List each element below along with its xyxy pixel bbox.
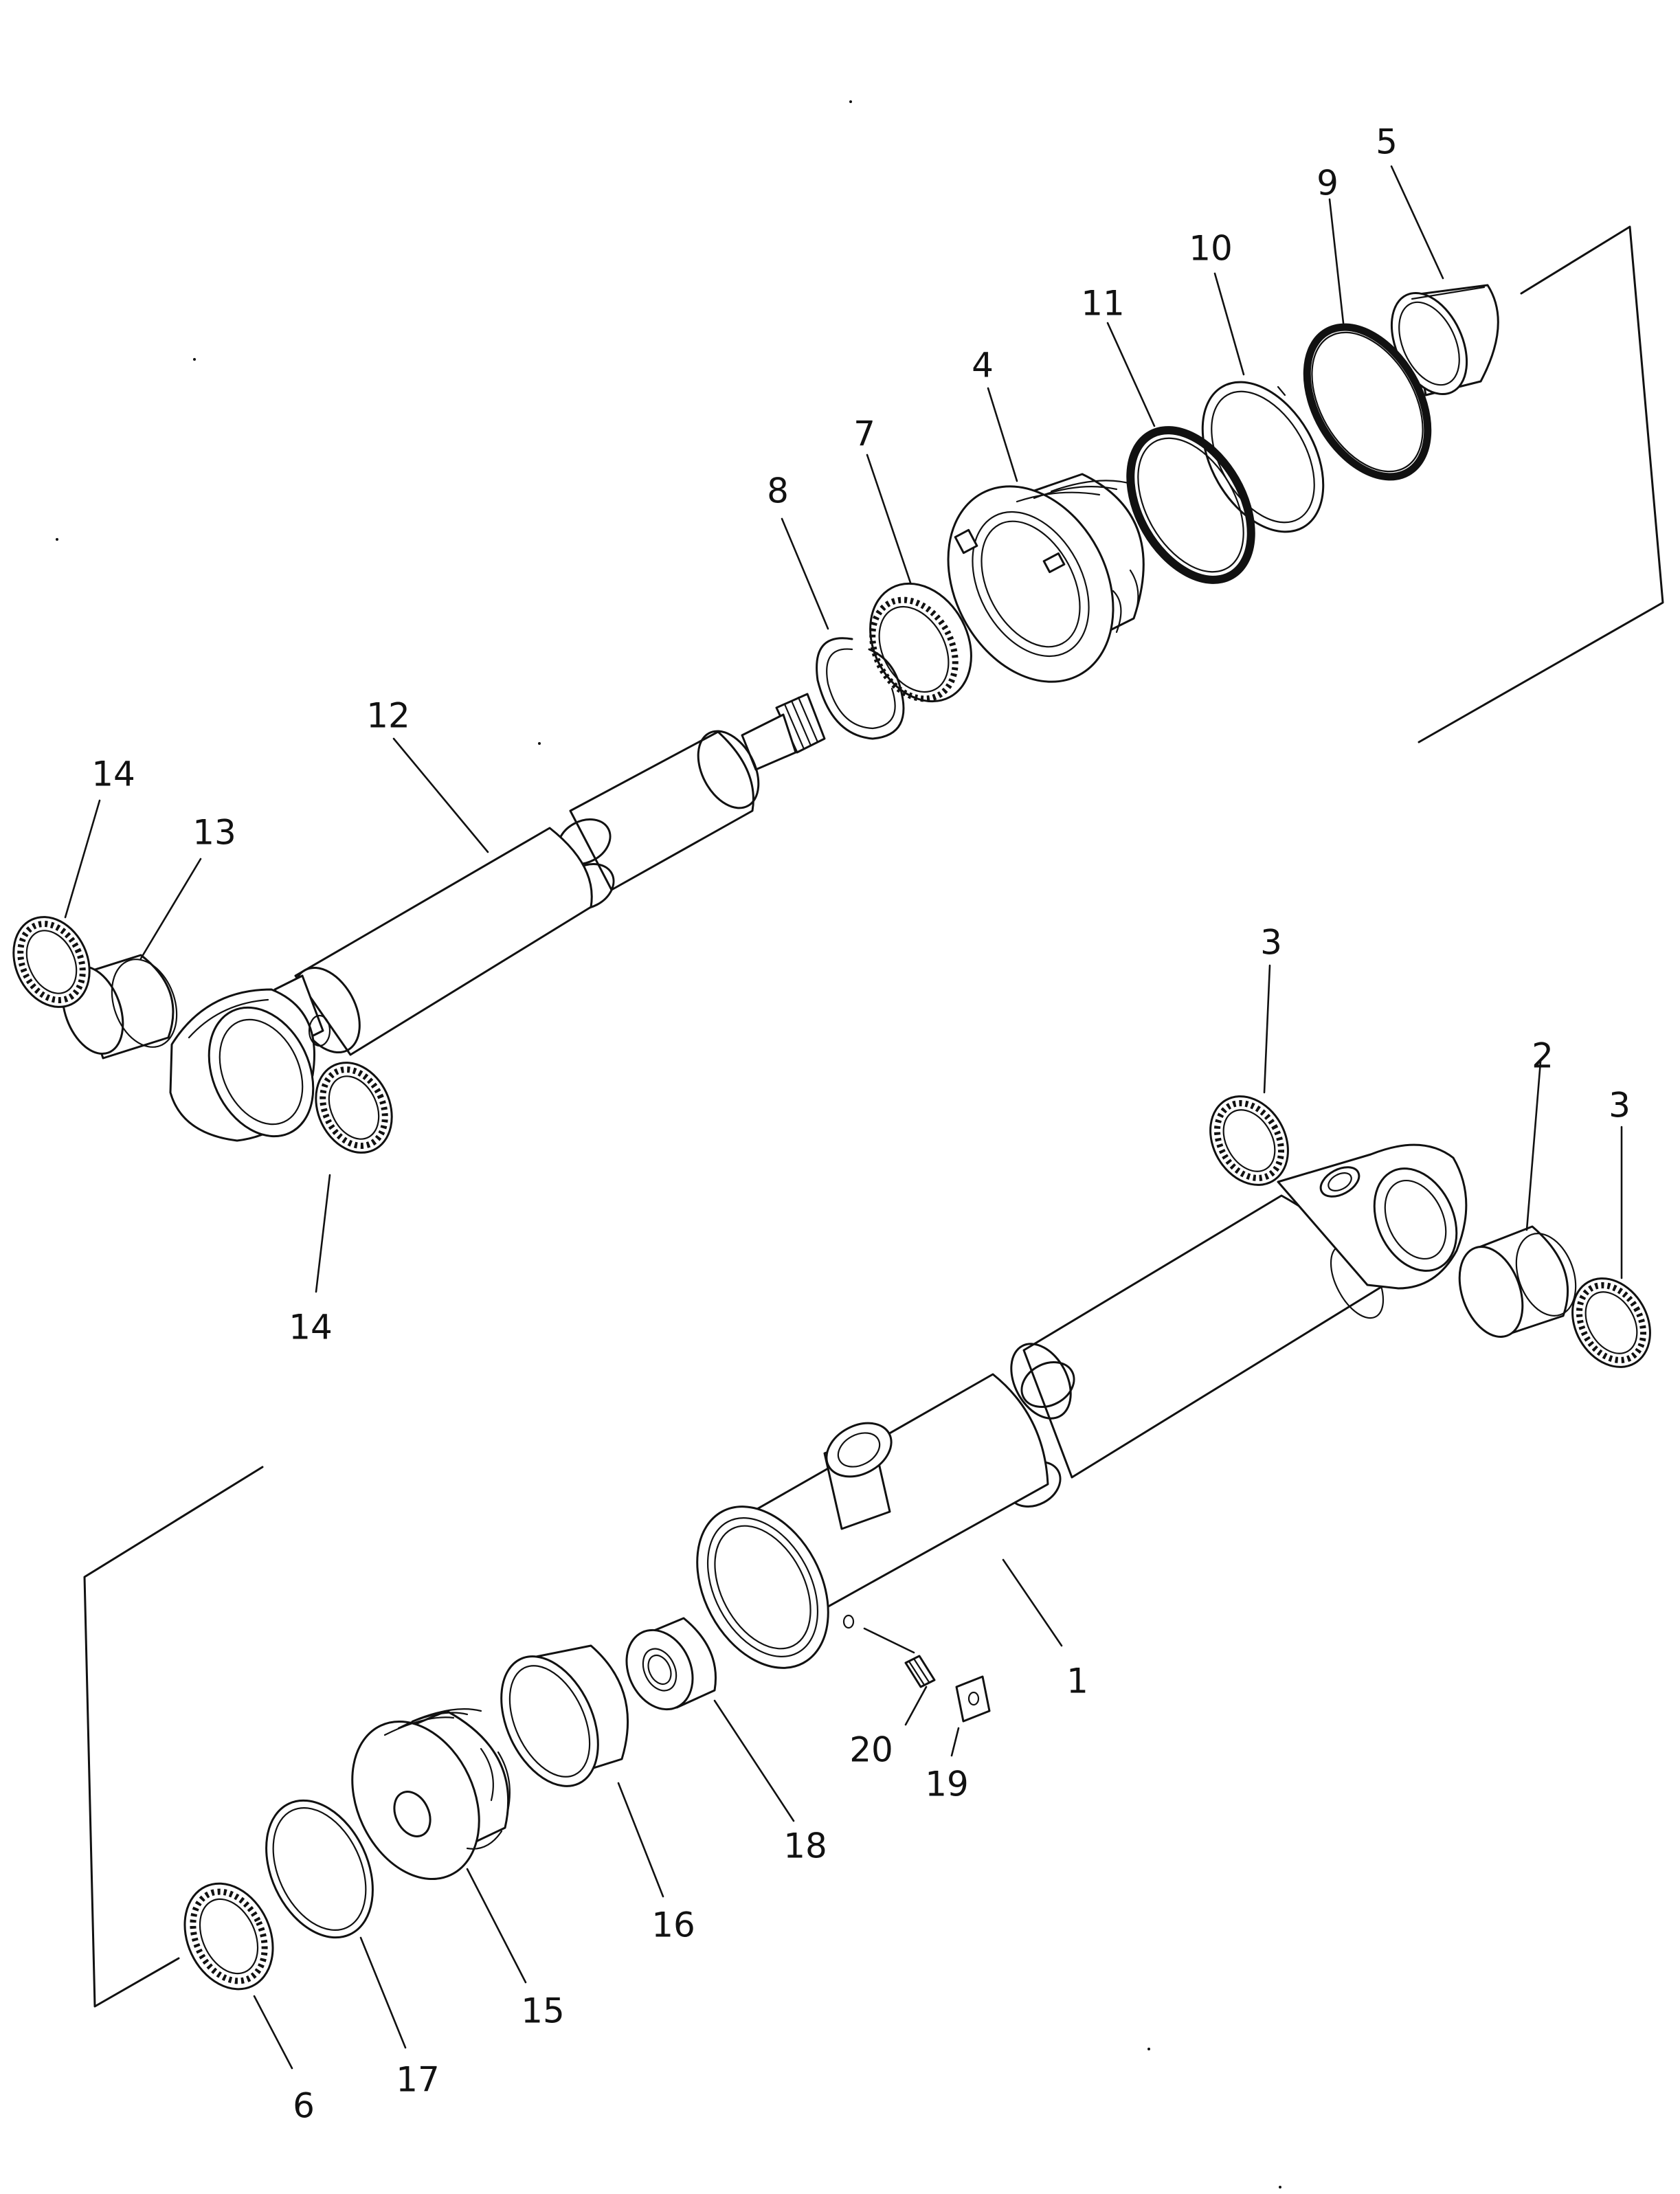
- part-5-bushing: [1390, 284, 1499, 396]
- callout-14-lower: 14: [289, 1308, 333, 1347]
- part-4-cylinder-head: [947, 473, 1145, 683]
- callout-1: 1: [1066, 1661, 1088, 1701]
- part-10-backup-ring: [1201, 381, 1325, 533]
- part-1-cylinder-tube: [696, 1143, 1468, 1669]
- callout-2: 2: [1532, 1036, 1554, 1076]
- part-3-knurled-ring-top: [1209, 1095, 1289, 1186]
- callout-17: 17: [396, 2060, 440, 2100]
- part-15-piston: [351, 1708, 511, 1881]
- callout-14-upper: 14: [91, 754, 135, 794]
- callout-19: 19: [925, 1765, 969, 1804]
- callout-8: 8: [767, 471, 789, 511]
- callout-15: 15: [521, 1991, 565, 2031]
- part-17-backup-ring: [265, 1799, 374, 1939]
- part-14-knurled-ring-left: [12, 916, 91, 1008]
- callout-3-right: 3: [1609, 1086, 1631, 1126]
- part-18-nut: [625, 1617, 717, 1711]
- part-20-set-screw: [904, 1655, 936, 1688]
- callout-11: 11: [1081, 284, 1125, 324]
- part-8-snap-ring: [816, 637, 905, 740]
- part-12-piston-rod: [169, 693, 826, 1142]
- part-14-knurled-ring-right: [315, 1062, 393, 1154]
- part-11-o-ring: [1126, 426, 1255, 584]
- callout-20: 20: [849, 1730, 893, 1770]
- callout-18: 18: [783, 1826, 827, 1866]
- callout-7: 7: [853, 414, 875, 454]
- part-3-knurled-ring-right: [1571, 1277, 1651, 1368]
- callout-6: 6: [293, 2086, 315, 2126]
- part-16-wear-ring: [500, 1644, 629, 1787]
- part-7-knurled-ring: [869, 582, 972, 703]
- callout-10: 10: [1189, 229, 1233, 269]
- callout-5: 5: [1376, 122, 1398, 162]
- leader-lines: [64, 165, 1623, 2070]
- callout-16: 16: [651, 1905, 695, 1945]
- callout-4: 4: [972, 346, 994, 385]
- part-6-knurled-ring: [183, 1882, 274, 1991]
- callout-13: 13: [192, 813, 236, 853]
- assembly-bracket-lower: [83, 1466, 264, 2008]
- part-9-seal-ring: [1303, 323, 1432, 481]
- callout-12: 12: [366, 696, 410, 736]
- assembly-bracket-upper: [1418, 225, 1664, 743]
- part-2-bushing: [1458, 1225, 1577, 1338]
- callout-3-upper: 3: [1260, 923, 1282, 963]
- part-19-lock-plate: [955, 1675, 991, 1723]
- callout-9: 9: [1317, 164, 1339, 203]
